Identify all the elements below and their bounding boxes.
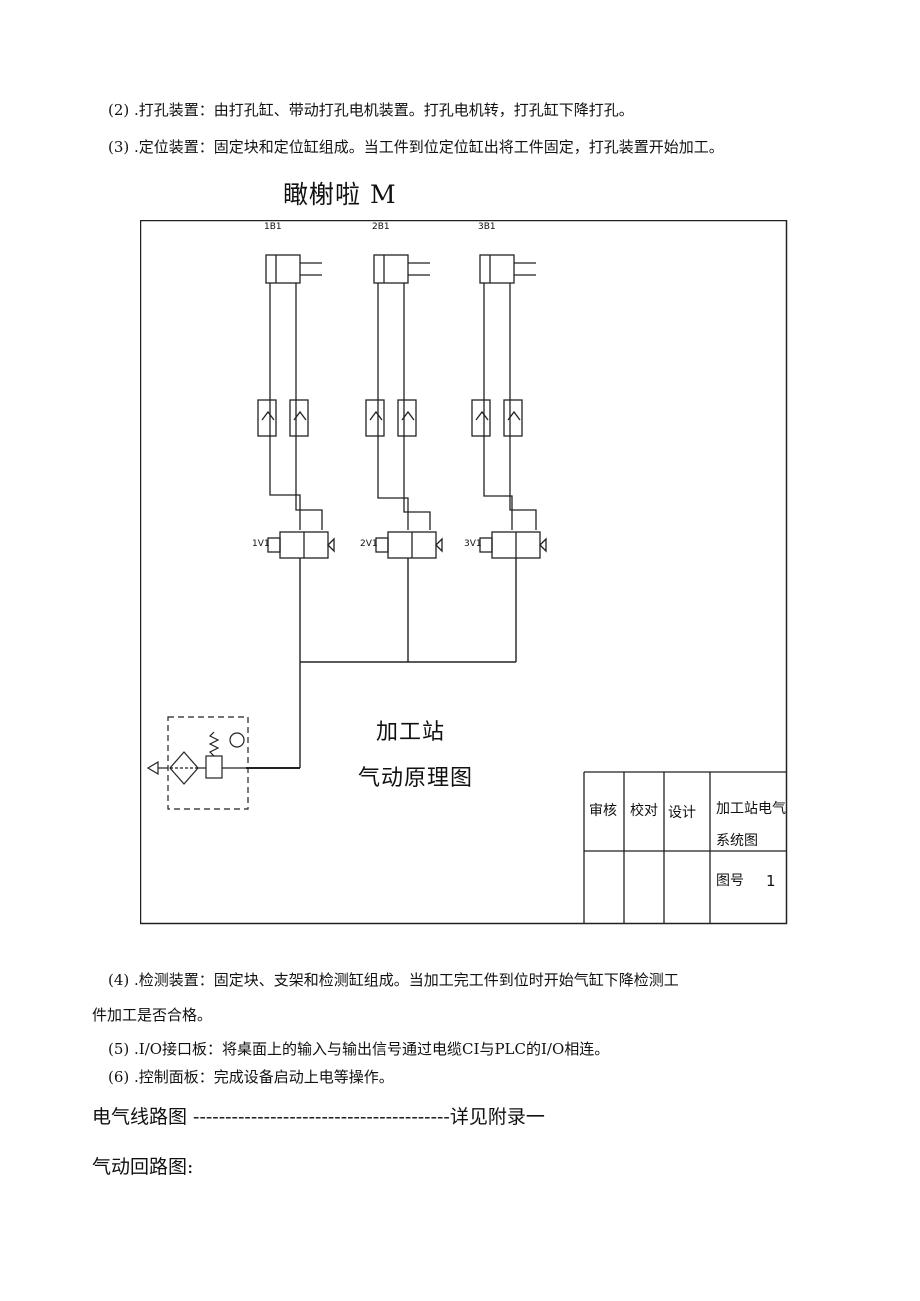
cylinder-label-1: 1B1: [264, 222, 282, 232]
flow-valve-1b: [289, 399, 309, 437]
paragraph-detection-device-cont: 件加工是否合格。: [92, 1006, 213, 1024]
pneumatic-circuit-heading: 气动回路图:: [92, 1156, 194, 1178]
directional-valve-1: [267, 531, 335, 559]
title-block-drawing-no-label: 图号: [716, 873, 744, 889]
paragraph-punch-device: (2) .打孔装置：由打孔缸、带动打孔电机装置。打孔电机转，打孔缸下降打孔。: [108, 101, 634, 119]
frl-unit: [146, 716, 249, 810]
cylinder-label-3: 3B1: [478, 222, 496, 232]
valve-label-3: 3V1: [464, 539, 482, 549]
directional-valve-3: [479, 531, 547, 559]
cylinder-group-1: [257, 254, 322, 490]
valve-label-2: 2V1: [360, 539, 378, 549]
directional-valve-2: [375, 531, 443, 559]
diagram-title-line2: 气动原理图: [358, 766, 474, 791]
title-block: [583, 771, 787, 924]
paragraph-control-panel: (6) .控制面板：完成设备启动上电等操作。: [108, 1068, 394, 1086]
flow-valve-1a: [257, 399, 277, 437]
title-block-design: 设计: [668, 805, 696, 821]
cylinder-3-body: [479, 254, 515, 284]
cylinder-1-body: [265, 254, 301, 284]
paragraph-io-board: (5) .I/O接口板：将桌面上的输入与输出信号通过电缆CI与PLC的I/O相连…: [108, 1040, 610, 1058]
paragraph-detection-device: (4) .检测装置：固定块、支架和检测缸组成。当加工完工件到位时开始气缸下降检测…: [108, 971, 679, 989]
diagram-title-line1: 加工站: [376, 720, 446, 745]
flow-valve-3b: [503, 399, 523, 437]
pneumatic-diagram-svg: [140, 220, 788, 925]
pneumatic-diagram: 1B1 2B1 3B1 1V1 2V1 3V1 加工站 气动原理图 审核 校对 …: [140, 220, 788, 926]
title-block-drawing-name-2: 系统图: [716, 833, 758, 849]
electrical-circuit-line: 电气线路图 ----------------------------------…: [92, 1106, 545, 1128]
title-block-proofread: 校对: [630, 803, 658, 819]
flow-valve-3a: [471, 399, 491, 437]
title-block-drawing-name-1: 加工站电气: [716, 801, 786, 817]
cylinder-group-2: [365, 254, 430, 490]
flow-valve-2b: [397, 399, 417, 437]
flow-valve-2a: [365, 399, 385, 437]
title-block-drawing-no-value: 1: [766, 872, 776, 890]
cylinder-2-body: [373, 254, 409, 284]
cylinder-label-2: 2B1: [372, 222, 390, 232]
paragraph-positioning-device: (3) .定位装置：固定块和定位缸组成。当工件到位定位缸出将工件固定，打孔装置开…: [108, 138, 724, 156]
cylinder-group-3: [471, 254, 536, 490]
diagram-frame: [140, 220, 788, 925]
valve-label-1: 1V1: [252, 539, 270, 549]
diagram-heading: 瞰榭啦 M: [283, 180, 397, 209]
title-block-review: 审核: [589, 803, 617, 819]
